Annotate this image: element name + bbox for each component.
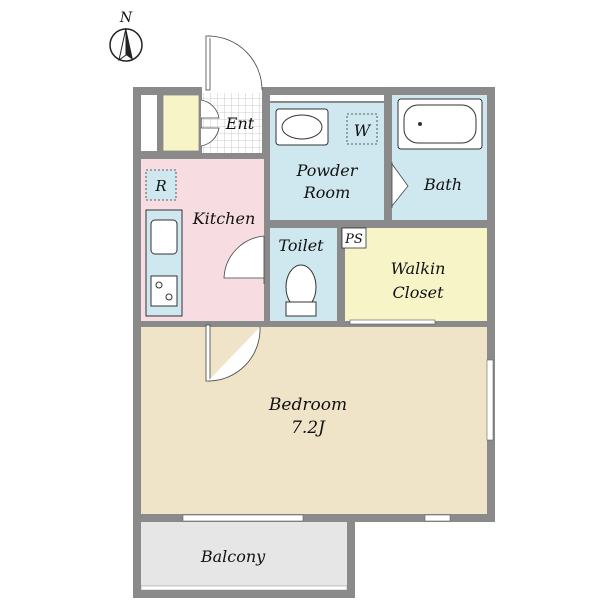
bedroom-door-swing — [207, 326, 261, 382]
powder-room-label-1: Powder — [296, 161, 359, 180]
wall-strip-top — [270, 95, 384, 101]
window-balcony-right — [424, 514, 451, 522]
window-balcony-left — [182, 514, 304, 522]
kitchen-label: Kitchen — [192, 209, 256, 228]
entrance-door-swing — [207, 35, 263, 91]
north-compass: N — [109, 10, 143, 62]
walkin-closet — [345, 228, 487, 321]
kitchen-counter — [145, 209, 183, 317]
bedroom-door-panel — [205, 324, 211, 382]
bath-drain — [418, 122, 422, 126]
entrance-door-panel — [205, 35, 211, 91]
storage-left — [141, 95, 157, 151]
pipe-space-overlay — [341, 227, 367, 249]
compass-label: N — [119, 10, 133, 26]
bedroom-size: 7.2J — [291, 418, 326, 438]
sink — [275, 108, 329, 146]
refrigerator-label: R — [154, 177, 166, 195]
bathtub-inner-icon — [403, 104, 477, 144]
walkin-label-1: Walkin — [391, 259, 446, 278]
burner-2 — [165, 293, 173, 301]
balcony-label: Balcony — [200, 547, 266, 566]
balcony-rail — [140, 585, 348, 591]
shoe-cabinet-door-icon — [200, 99, 220, 147]
stove-icon — [150, 275, 178, 307]
bath-label: Bath — [423, 175, 462, 194]
toilet-door-icon[interactable] — [223, 235, 265, 284]
closet-door[interactable] — [349, 319, 436, 325]
toilet-tank — [285, 301, 317, 317]
burner-1 — [155, 281, 163, 289]
entrance-area — [202, 93, 262, 153]
compass-needle-dark — [126, 28, 133, 60]
bedroom-label: Bedroom — [268, 395, 347, 415]
refrigerator-space — [145, 169, 177, 201]
bedroom — [141, 327, 487, 514]
entrance-wall-gap — [202, 87, 262, 93]
entrance-door[interactable] — [205, 35, 263, 91]
bath-door-icon[interactable] — [391, 162, 409, 208]
powder-room-label-2: Room — [303, 183, 350, 202]
window-right — [486, 359, 494, 441]
pipe-space-label-2: PS — [344, 232, 363, 247]
entrance-label: Ent — [225, 114, 255, 133]
sink-basin-icon — [281, 114, 323, 140]
bedroom-door[interactable] — [205, 324, 261, 382]
toilet-label: Toilet — [278, 236, 324, 255]
balcony — [141, 522, 347, 590]
toilet-fixture — [285, 264, 317, 317]
washer-space — [346, 113, 378, 145]
kitchen-sink-icon — [150, 219, 178, 255]
walkin-label-2: Closet — [392, 283, 444, 302]
shoe-cabinet — [162, 94, 200, 152]
washer-label: W — [354, 121, 372, 140]
bathtub — [397, 98, 483, 150]
